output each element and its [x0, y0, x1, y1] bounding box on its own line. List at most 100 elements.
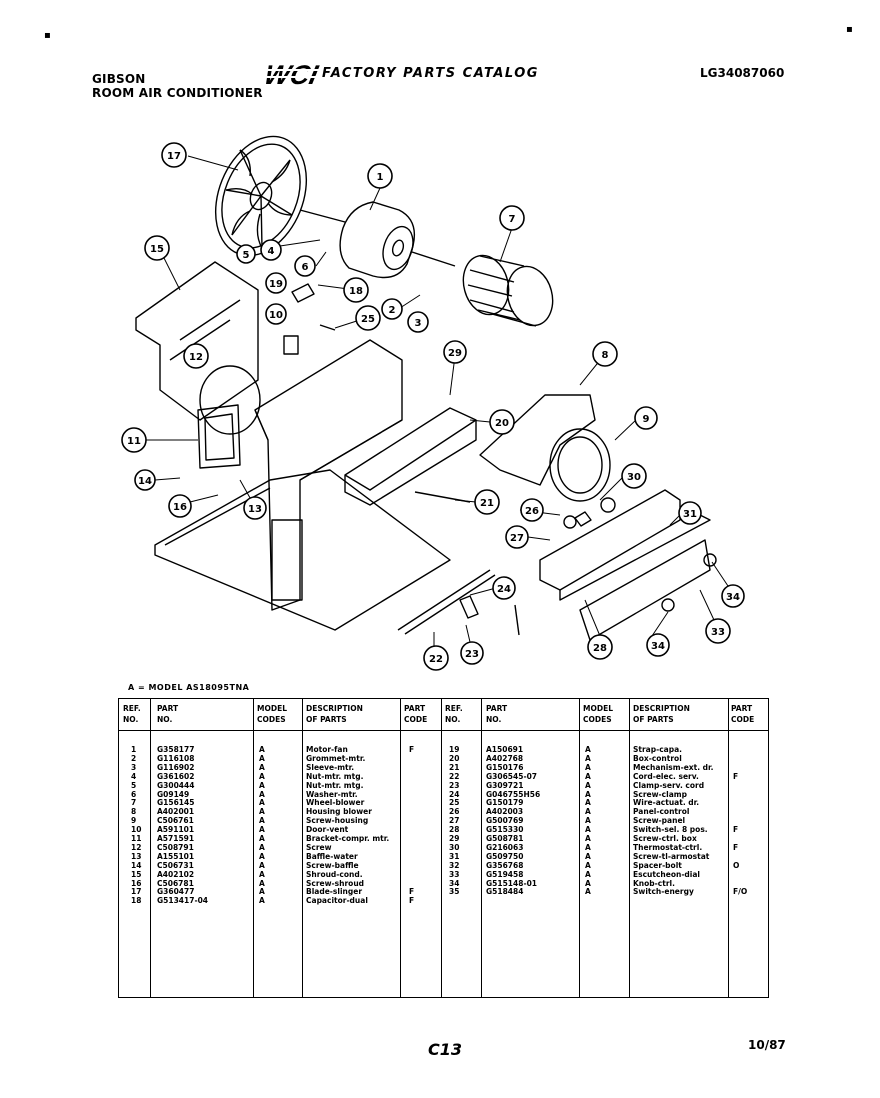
model-number: LG34087060 [700, 66, 785, 80]
right_rows-model: A [585, 762, 591, 772]
right_rows-model: A [585, 851, 591, 861]
model-legend: A = MODEL AS18095TNA [128, 683, 250, 692]
right_rows-code: F [733, 825, 739, 835]
header-part-left: PART NO. [157, 704, 179, 724]
control-box-drawing [344, 407, 477, 506]
right_rows-ref: 33 [449, 869, 460, 879]
left_rows-desc: Door-vent [306, 825, 349, 835]
left_rows-desc: Screw-housing [306, 816, 369, 826]
left_rows-desc: Nut-mtr. mtg. [306, 780, 364, 790]
callout-3: 3 [415, 318, 422, 329]
left_rows-part: G513417-04 [157, 896, 209, 906]
right_rows-model: A [585, 789, 591, 799]
left_rows-part: G358177 [157, 745, 195, 754]
left_rows-desc: Blade-slinger [306, 887, 363, 897]
table-header-rule [119, 730, 768, 731]
left_rows-ref: 9 [131, 816, 137, 826]
corner-mark-top-left: ▪ [44, 30, 51, 41]
right_rows-desc: Clamp-serv. cord [633, 780, 705, 790]
left_rows-model: A [259, 780, 265, 790]
left_rows-part: G116902 [157, 762, 195, 772]
baffle-drawing [197, 404, 241, 469]
right_rows-desc: Screw-clamp [633, 789, 687, 799]
callout-15: 15 [150, 244, 164, 255]
left_rows-model: A [259, 851, 265, 861]
callout-4: 4 [268, 246, 275, 257]
right_rows-ref: 32 [449, 860, 460, 870]
callout-24: 24 [497, 584, 511, 595]
right_rows-ref: 34 [449, 878, 460, 888]
callout-21: 21 [480, 498, 494, 509]
left_rows-part: A155101 [157, 851, 195, 861]
right_rows-ref: 20 [449, 753, 460, 763]
left_rows-model: A [259, 807, 265, 817]
left_rows-model: A [259, 896, 265, 906]
header-code-left: PART CODE [404, 704, 428, 724]
left_rows-ref: 4 [131, 771, 137, 781]
left_rows-ref: 13 [131, 851, 142, 861]
right_rows-ref: 22 [449, 771, 460, 781]
left_rows-part: G156145 [157, 798, 195, 808]
left_rows-ref: 3 [131, 762, 137, 772]
product-name: ROOM AIR CONDITIONER [92, 86, 263, 100]
left_rows-part: C508791 [157, 842, 194, 852]
left_rows-desc: Motor-fan [306, 745, 348, 754]
left_rows-desc: Wheel-blower [306, 798, 365, 808]
right_rows-ref: 30 [449, 842, 460, 852]
left_rows-ref: 2 [131, 753, 137, 763]
right_rows-model: A [585, 834, 591, 843]
housing-blower-drawing [479, 394, 611, 502]
corner-mark-top-right: ▪ [846, 24, 853, 35]
header-code-right: PART CODE [731, 704, 755, 724]
left_rows-desc: Screw-baffle [306, 860, 359, 870]
left_rows-part: C506781 [157, 878, 194, 888]
right_rows-ref: 26 [449, 807, 460, 817]
callout-34-b: 34 [651, 641, 665, 652]
left_rows-desc: Screw-shroud [306, 878, 365, 888]
right_rows-desc: Wire-actuat. dr. [633, 798, 700, 808]
header-desc-right: DESCRIPTION OF PARTS [633, 704, 690, 724]
right_rows-part: A402003 [486, 807, 524, 817]
right_rows-model: A [585, 842, 591, 852]
header-ref-left: REF. NO. [123, 704, 141, 724]
header-desc-left: DESCRIPTION OF PARTS [306, 704, 363, 724]
left_rows-desc: Capacitor-dual [306, 896, 368, 906]
callout-17: 17 [167, 151, 181, 162]
right_rows-part: G515148-01 [486, 878, 538, 888]
right_rows-part: G150179 [486, 798, 524, 808]
callout-16: 16 [173, 502, 187, 513]
right_rows-part: G306545-07 [486, 771, 538, 781]
callout-2: 2 [389, 305, 396, 316]
right_rows-desc: Switch-energy [633, 887, 694, 897]
right_rows-part: G508781 [486, 834, 524, 843]
left_rows-desc: Screw [306, 842, 332, 852]
right_rows-ref: 28 [449, 825, 460, 835]
left_rows-part: A571591 [157, 834, 195, 843]
right_rows-model: A [585, 887, 591, 897]
left_rows-ref: 15 [131, 869, 142, 879]
page-number: C13 [428, 1040, 463, 1059]
left_rows-ref: 5 [131, 780, 137, 790]
right_rows-desc: Escutcheon-dial [633, 869, 701, 879]
left_rows-desc: Housing blower [306, 807, 372, 817]
right_rows-model: A [585, 816, 591, 826]
callout-29: 29 [448, 348, 462, 359]
right_rows-part: G500769 [486, 816, 524, 826]
right_rows-desc: Thermostat-ctrl. [633, 842, 703, 852]
right_rows-part: G216063 [486, 842, 524, 852]
callout-22: 22 [429, 654, 443, 665]
right_rows-desc: Screw-ctrl. box [633, 834, 697, 843]
right_rows-model: A [585, 878, 591, 888]
wci-logo-text: WCI [262, 60, 320, 88]
right_rows-ref: 27 [449, 816, 460, 826]
left_rows-desc: Washer-mtr. [306, 789, 358, 799]
left_rows-part: G300444 [157, 780, 195, 790]
page-date: 10/87 [748, 1038, 786, 1052]
exploded-parts-diagram: 17 1 7 15 5 4 6 19 18 2 3 10 25 12 29 8 … [121, 135, 745, 671]
left_rows-ref: 6 [131, 789, 137, 799]
right_rows-ref: 29 [449, 834, 460, 843]
callout-28: 28 [593, 643, 607, 654]
left_rows-part: G09149 [157, 789, 190, 799]
left_rows-desc: Nut-mtr. mtg. [306, 771, 364, 781]
header-part-right: PART NO. [486, 704, 508, 724]
